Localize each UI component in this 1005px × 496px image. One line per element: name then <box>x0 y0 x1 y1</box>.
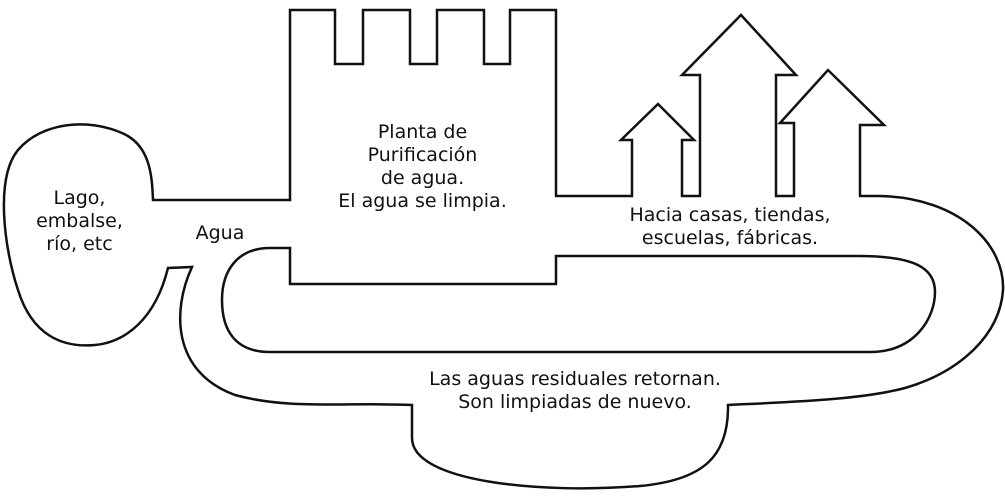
return-label-line-1: Las aguas residuales retornan. <box>429 368 721 390</box>
water-label-text: Agua <box>195 222 245 244</box>
source-label-line-3: río, etc <box>46 233 113 255</box>
source-label-line-2: embalse, <box>36 210 123 232</box>
source-label: Lago, embalse, río, etc <box>12 187 147 256</box>
destinations-label-line-1: Hacia casas, tiendas, <box>629 204 831 226</box>
plant-label-line-1: Planta de <box>377 121 468 143</box>
inner-outline <box>220 246 937 354</box>
return-label-line-2: Son limpiadas de nuevo. <box>458 391 692 413</box>
plant-label-line-4: El agua se limpia. <box>338 190 507 212</box>
outer-outline <box>2 8 1005 490</box>
destinations-label-line-2: escuelas, fábricas. <box>641 227 819 249</box>
source-label-line-1: Lago, <box>53 187 106 209</box>
plant-label-line-3: de agua. <box>380 167 465 189</box>
plant-label-line-2: Purificación <box>367 144 478 166</box>
water-label: Agua <box>180 222 260 245</box>
return-label: Las aguas residuales retornan. Son limpi… <box>390 368 760 414</box>
destinations-label: Hacia casas, tiendas, escuelas, fábricas… <box>590 204 870 250</box>
plant-label: Planta de Purificación de agua. El agua … <box>300 121 545 213</box>
